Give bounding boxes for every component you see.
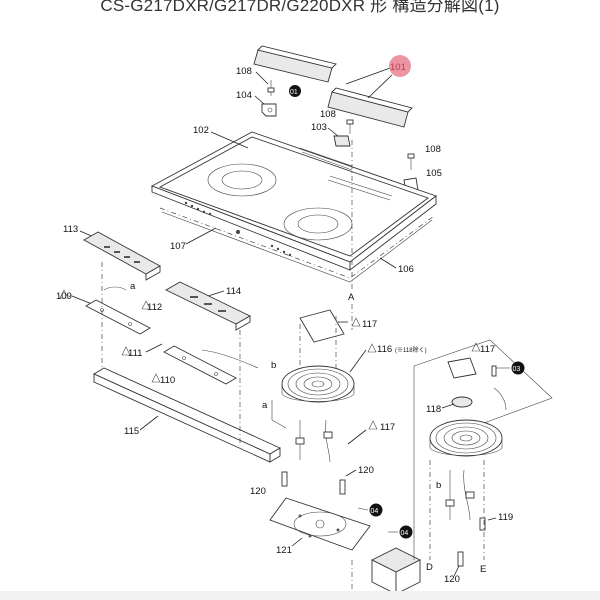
label-b-left: b xyxy=(271,360,276,371)
label-112: 112 xyxy=(147,302,162,313)
part-109-pcb xyxy=(85,299,151,335)
label-b-right: b xyxy=(436,480,441,491)
label-120-mid: 120 xyxy=(358,465,374,476)
label-108-right: 108 xyxy=(425,144,441,155)
label-107: 107 xyxy=(170,241,186,252)
part-104-bracket xyxy=(261,103,277,117)
part-115-bar xyxy=(93,367,281,463)
ref-marker-03 xyxy=(511,361,525,375)
label-a-coil: a xyxy=(262,400,268,411)
label-121: 121 xyxy=(276,545,292,556)
label-119: 119 xyxy=(498,512,513,523)
screw-108-left xyxy=(267,80,275,96)
label-108-center: 108 xyxy=(320,109,336,120)
part-116-coil-right xyxy=(429,419,503,457)
label-103: 103 xyxy=(311,122,327,133)
ref-label-03: 03 xyxy=(513,366,521,373)
highlight-circle-101 xyxy=(389,55,411,77)
part-101-vent-cover xyxy=(253,45,413,128)
label-D: D xyxy=(426,562,433,573)
label-E: E xyxy=(480,564,486,575)
label-114: 114 xyxy=(226,286,241,297)
part-116-coil-left xyxy=(281,365,355,403)
label-118: 118 xyxy=(426,404,441,415)
warning-icon xyxy=(121,346,131,356)
label-110: 110 xyxy=(160,375,175,386)
label-a-left: a xyxy=(130,281,136,292)
bottom-connector-box xyxy=(370,547,422,595)
warning-icon xyxy=(351,317,361,327)
ref-label-04-bottom: 04 xyxy=(401,530,409,537)
warning-icon xyxy=(368,420,378,430)
warning-icon xyxy=(471,342,481,352)
part-103-clip xyxy=(333,135,351,147)
label-117-top: 117 xyxy=(362,319,377,330)
standoff-120-b xyxy=(339,479,346,495)
part-114-panel xyxy=(165,281,251,331)
ref-marker-04-bottom xyxy=(399,525,413,539)
part-121-base xyxy=(269,497,371,551)
label-111: 111 xyxy=(128,348,142,359)
warning-icon xyxy=(151,373,161,383)
part-102-top-frame xyxy=(150,131,437,271)
part-118-spacer xyxy=(451,396,473,408)
label-115: 115 xyxy=(124,426,139,437)
label-104: 104 xyxy=(236,90,252,101)
label-117-right: 117 xyxy=(480,344,495,355)
label-106: 106 xyxy=(398,264,414,275)
warning-icon xyxy=(367,343,377,353)
label-105: 105 xyxy=(426,168,442,179)
frame-116-top xyxy=(299,309,345,343)
standoff-120-c xyxy=(457,551,464,567)
warning-icon xyxy=(141,300,151,310)
part-113-panel xyxy=(83,231,161,281)
standoff-120-a xyxy=(281,471,288,487)
screw-right xyxy=(491,365,497,377)
label-120-right: 120 xyxy=(444,574,460,585)
ref-label-01: 01 xyxy=(290,89,298,96)
label-116: 116 xyxy=(377,344,392,355)
label-101: 101 xyxy=(390,62,406,73)
label-113: 113 xyxy=(63,224,78,235)
label-102: 102 xyxy=(193,125,209,136)
page-header: CS-G217DXR/G217DR/G220DXR 形 構造分解図(1) xyxy=(0,0,600,20)
part-106-gasket xyxy=(159,207,435,279)
label-108-left: 108 xyxy=(236,66,252,77)
screw-108-right xyxy=(407,153,415,159)
label-A-top: A xyxy=(348,292,355,303)
label-120-left: 120 xyxy=(250,486,266,497)
ref-marker-01 xyxy=(289,85,301,97)
page-title: CS-G217DXR/G217DR/G220DXR 形 構造分解図(1) xyxy=(100,0,500,15)
part-119-standoff xyxy=(479,517,486,531)
ref-label-04-top: 04 xyxy=(371,508,379,515)
spacer-117-right xyxy=(447,357,477,379)
label-117-mid: 117 xyxy=(380,422,395,433)
part-110-pcb xyxy=(163,345,237,385)
wiring-left xyxy=(295,419,333,463)
label-116-note: (※118除く) xyxy=(395,346,427,354)
warning-icon xyxy=(59,289,69,299)
wiring-right xyxy=(445,469,475,521)
ref-marker-04-top xyxy=(369,503,383,517)
screw-108-center xyxy=(346,119,354,125)
bottom-strip xyxy=(0,591,600,600)
label-109: 109 xyxy=(56,291,72,302)
